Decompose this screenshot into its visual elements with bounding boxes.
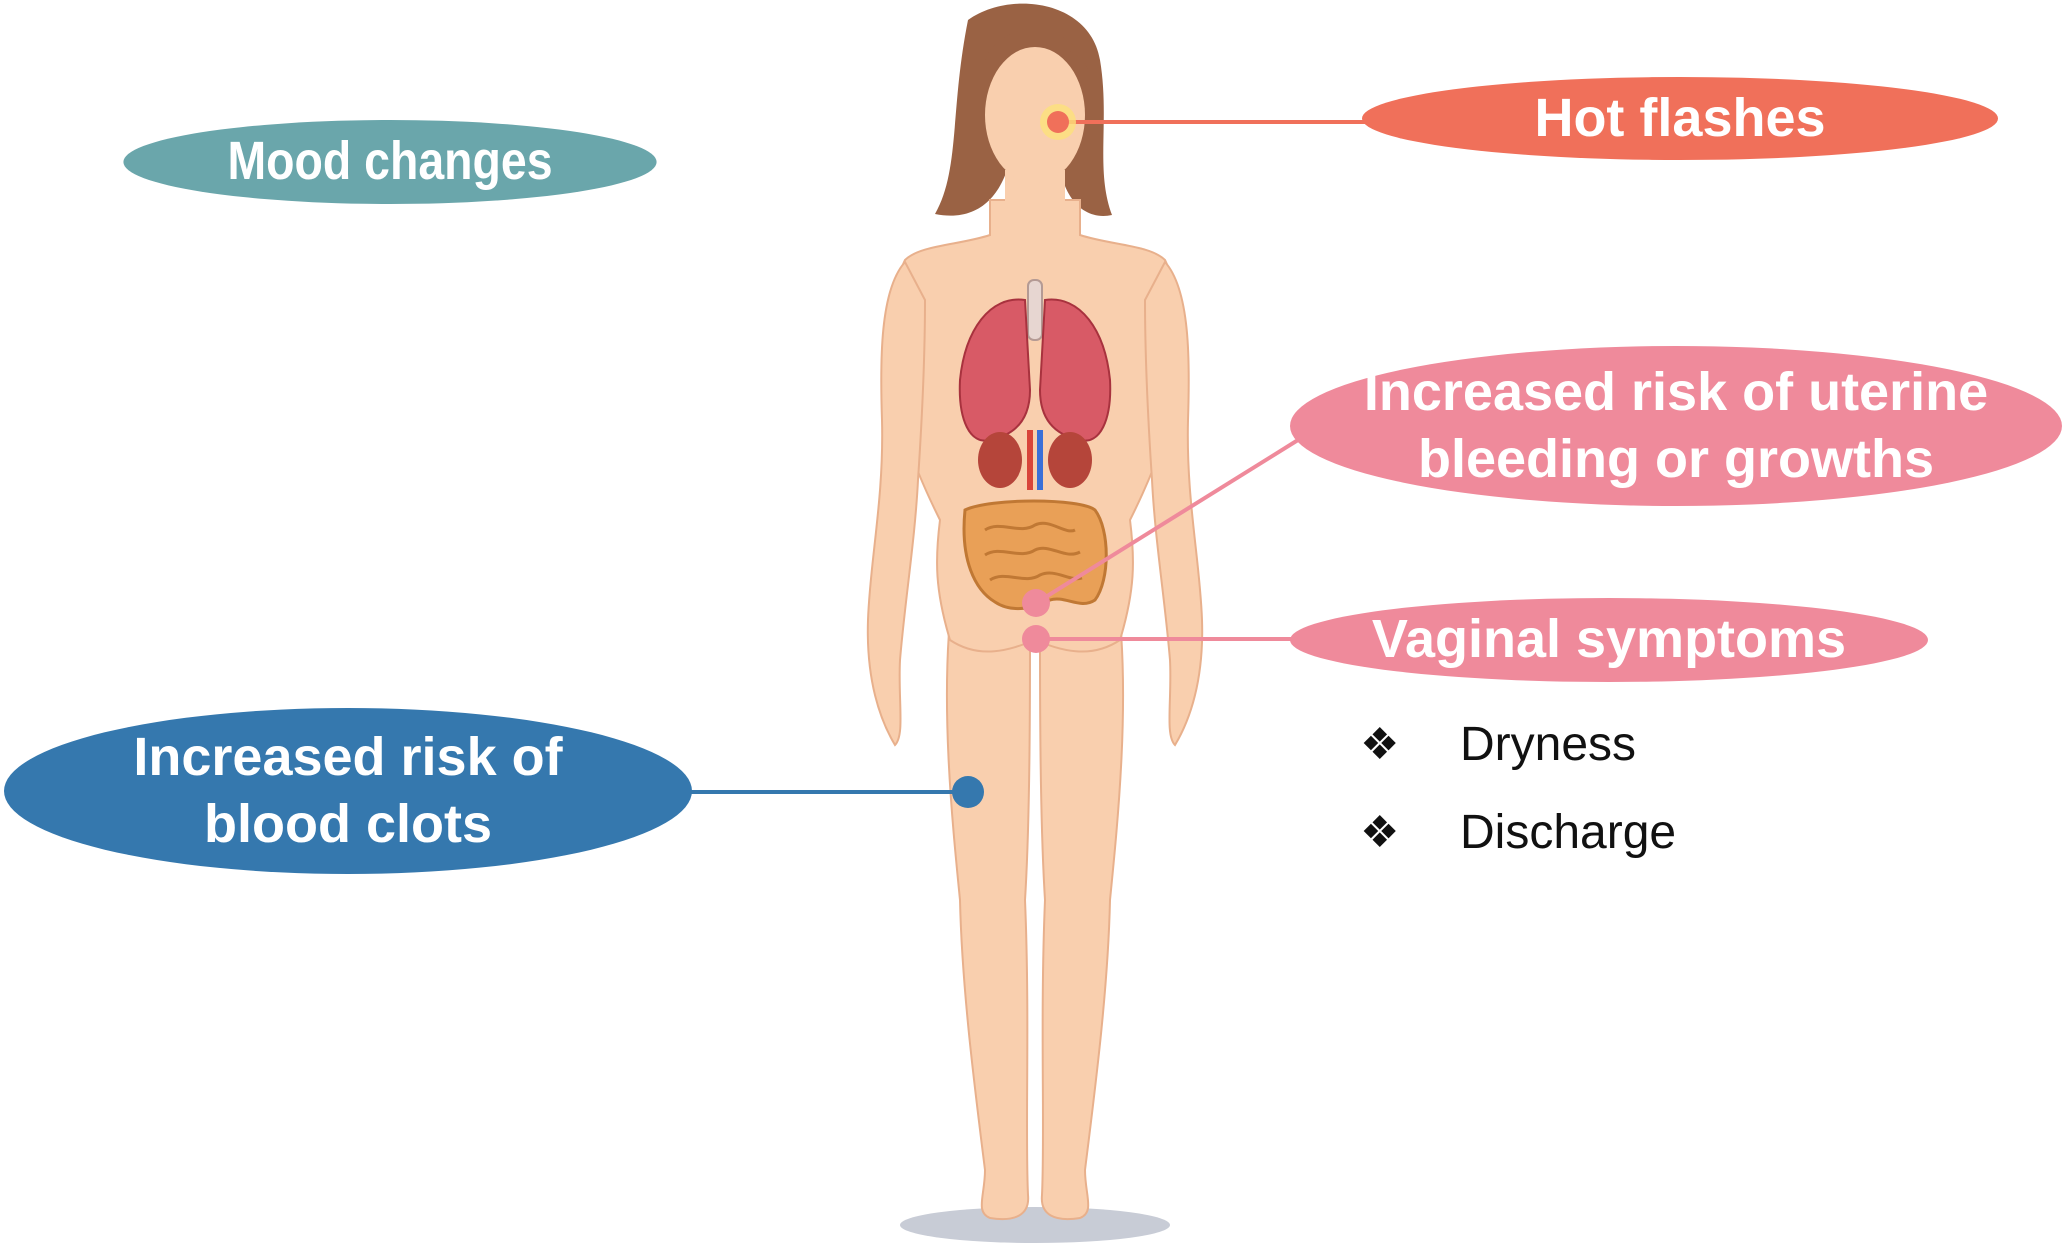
vaginal-symptoms-list: ❖ Dryness ❖ Discharge: [1360, 700, 1676, 876]
uterine-risk-line2: bleeding or growths: [1417, 429, 1934, 489]
blood-clots-line1: Increased risk of: [133, 726, 563, 787]
mood-changes-label: Mood changes: [123, 120, 657, 204]
vaginal-symptoms-text: Vaginal symptoms: [1371, 609, 1847, 670]
right-leg: [1038, 598, 1125, 1220]
right-lung: [1038, 298, 1112, 442]
uterine-risk-text: Increased risk of uterine bleeding or gr…: [1364, 359, 1988, 494]
hot-flashes-label: Hot flashes: [1362, 77, 1998, 160]
uterine-marker: [1022, 589, 1050, 617]
clots-marker: [952, 776, 984, 808]
uterine-connector: [1034, 438, 1300, 605]
list-item: ❖ Dryness: [1360, 700, 1676, 788]
floor-shadow: [900, 1207, 1170, 1243]
diamond-bullet-icon: ❖: [1360, 807, 1400, 857]
neck: [1005, 170, 1065, 250]
left-lung: [958, 298, 1032, 442]
left-leg: [945, 598, 1032, 1220]
list-item: ❖ Discharge: [1360, 788, 1676, 876]
hair-fringe: [985, 29, 1088, 70]
mood-changes-text: Mood changes: [227, 131, 553, 192]
small-intestine: [984, 521, 1083, 582]
vaginal-marker: [1022, 625, 1050, 653]
blood-clots-label: Increased risk of blood clots: [4, 708, 692, 874]
left-kidney: [978, 432, 1022, 488]
list-item-text: Discharge: [1460, 805, 1677, 859]
diamond-bullet-icon: ❖: [1360, 719, 1400, 769]
head: [985, 47, 1085, 183]
aorta: [1027, 430, 1033, 490]
blood-clots-line2: blood clots: [204, 794, 492, 854]
uterine-risk-line1: Increased risk of uterine: [1363, 361, 1989, 422]
blood-clots-text: Increased risk of blood clots: [133, 724, 562, 859]
hot-flashes-text: Hot flashes: [1534, 87, 1826, 148]
vaginal-symptoms-label: Vaginal symptoms: [1290, 598, 1928, 682]
vena-cava: [1037, 430, 1043, 490]
list-item-text: Dryness: [1460, 717, 1637, 771]
right-arm: [1143, 260, 1204, 747]
hot-flashes-marker: [1047, 111, 1069, 133]
uterine-risk-label: Increased risk of uterine bleeding or gr…: [1290, 346, 2062, 506]
trachea: [1027, 279, 1043, 341]
right-kidney: [1048, 432, 1092, 488]
left-arm: [866, 260, 927, 747]
